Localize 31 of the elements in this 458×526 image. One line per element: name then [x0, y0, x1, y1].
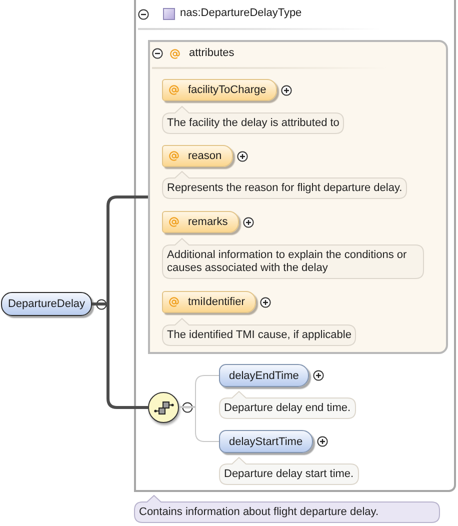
element-node: delayEndTime — [219, 364, 309, 387]
attribute-name: remarks — [188, 215, 228, 229]
annotation-text: Contains information about flight departure delay. — [139, 506, 378, 519]
attribute-name: tmiIdentifier — [188, 295, 245, 309]
annotation-text: The identified TMI cause, if applicable — [167, 329, 352, 342]
attribute-node — [162, 145, 233, 167]
connector-line — [178, 407, 220, 442]
annotation-bubble — [162, 106, 344, 134]
annotation-text: The facility the delay is attributed to — [167, 117, 340, 130]
annotation-bubble — [162, 238, 424, 279]
attribute-node — [162, 291, 256, 313]
annotation-bubble — [162, 318, 356, 346]
annotation-text: Departure delay end time. — [224, 402, 351, 415]
attribute-name: reason — [188, 149, 222, 163]
annotation-bubble — [219, 457, 359, 485]
element-node: delayStartTime — [219, 430, 313, 453]
annotation-text: Departure delay start time. — [224, 468, 354, 481]
annotation-text: Additional information to explain the conditions or causes associated with the delay — [167, 249, 408, 275]
attribute-group-box — [148, 40, 448, 354]
annotation-bubble — [219, 391, 356, 419]
attribute-name: facilityToCharge — [188, 83, 266, 97]
element-node: DepartureDelay — [1, 292, 92, 316]
attribute-node — [162, 79, 278, 101]
annotation-text: Represents the reason for flight departure delay. — [167, 182, 402, 195]
attribute-node — [162, 211, 239, 233]
type-name: nas:DepartureDelayType — [180, 6, 302, 20]
type-box — [134, 0, 456, 492]
group-name: attributes — [189, 46, 234, 60]
annotation-bubble — [134, 495, 440, 523]
connector-line — [178, 375, 220, 407]
annotation-bubble — [162, 171, 408, 199]
